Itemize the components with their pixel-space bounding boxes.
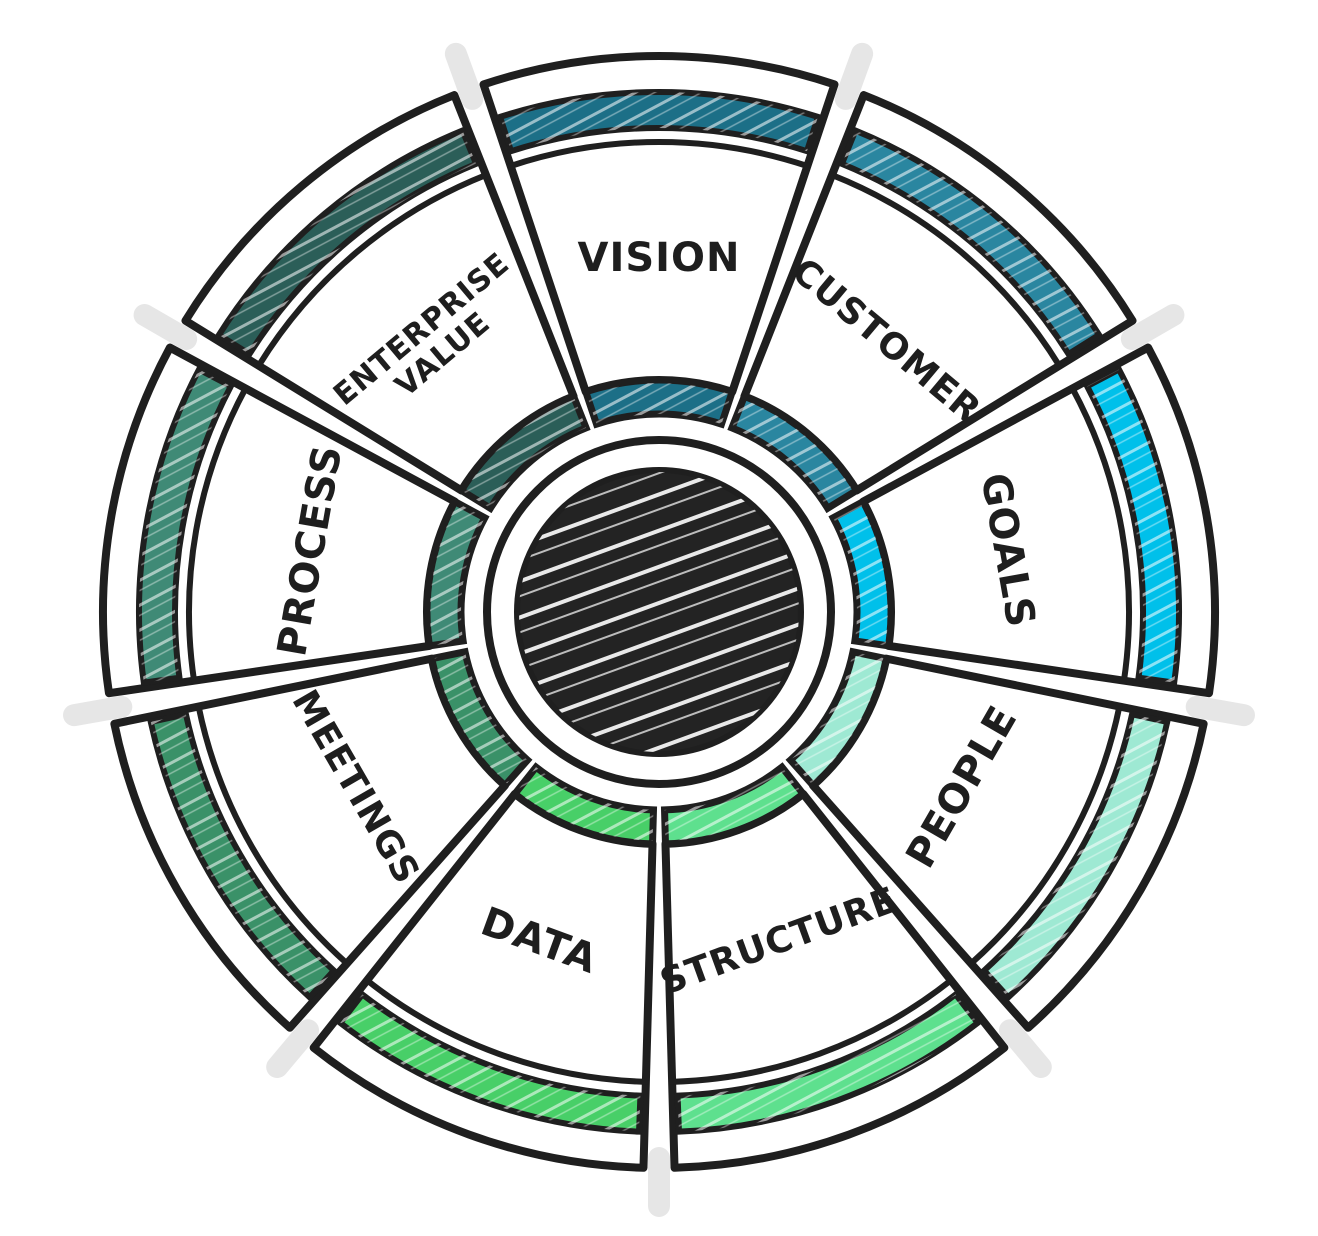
segment-goals: GOALS [828,343,1219,698]
segment-people: PEOPLE [785,647,1208,1032]
inner-band-hatching [431,651,528,786]
label-field [808,655,1123,968]
spoke-handle [133,304,198,350]
label-line: VISION [577,235,740,281]
inner-band-hatching [585,380,733,425]
outer-band-hatching [218,130,477,355]
spoke-handle [998,1019,1052,1079]
label-field [195,655,510,968]
outer-band-hatching [984,714,1168,998]
spoke-handle [266,1019,320,1079]
hub-hatching [519,472,799,752]
outer-band-hatching [841,130,1100,355]
segment-enterprise: ENTERPRISEVALUE [181,91,591,514]
label-field [254,171,578,495]
spoke-handle [63,695,133,727]
spoke-handle [834,42,874,110]
segment-meetings: MEETINGS [110,647,533,1032]
label-field [506,139,812,396]
outer-band-hatching [500,92,818,152]
label-field [362,789,656,1085]
inner-band-hatching [664,767,804,844]
outer-band-hatching [150,714,334,998]
label-field [186,384,459,685]
segment-label-vision: VISION [577,235,740,281]
inner-band-hatching [790,651,887,786]
segment-data: DATA [309,762,658,1172]
outer-band-hatching [139,369,231,683]
segment-customer: CUSTOMER [727,91,1137,514]
outer-band-hatching [340,994,641,1132]
inner-band-hatching [514,767,654,844]
spoke-handle [1185,695,1255,727]
segment-vision: VISION [479,52,839,429]
spoke-handles [63,42,1255,1217]
outer-band-hatching [677,994,978,1132]
label-field [740,171,1064,495]
label-field [662,789,956,1085]
outer-band-hatching [1087,369,1179,683]
spoke-handle [1120,304,1185,350]
segment-structure: STRUCTURE [655,762,1009,1172]
segment-process: PROCESS [99,343,490,698]
spoke-handle [444,42,484,110]
inner-band-hatching [731,396,857,509]
label-field [859,384,1132,685]
hub [483,436,835,788]
inner-band-hatching [461,396,587,509]
